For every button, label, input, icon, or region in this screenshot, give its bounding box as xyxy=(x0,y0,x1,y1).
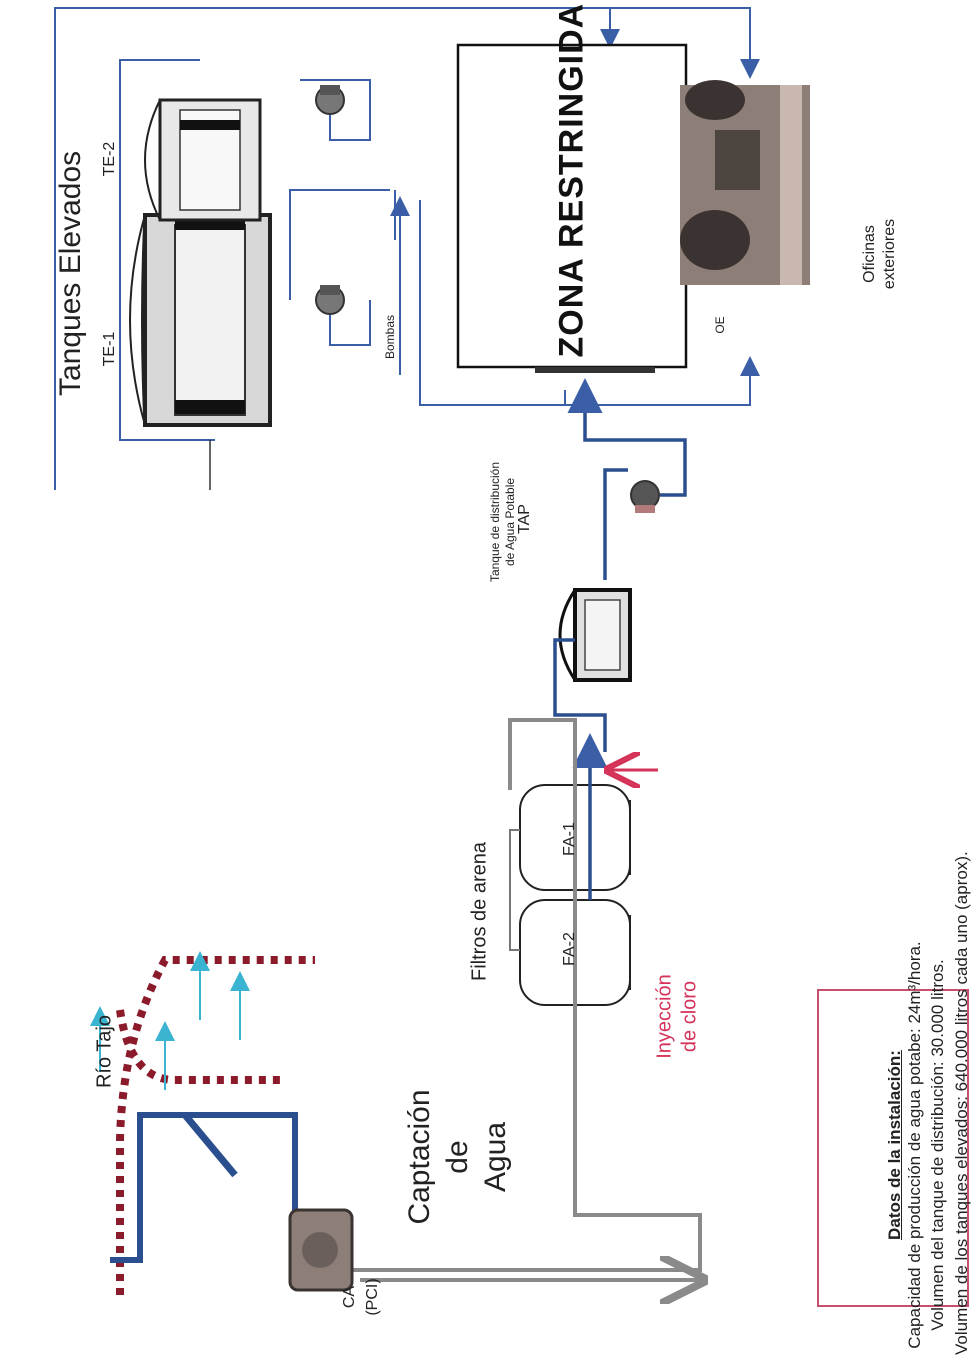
notes-line-2: Volumen del tanque de distribución: 30.0… xyxy=(928,959,947,1331)
label-oficinas: Oficinas xyxy=(861,225,878,283)
label-exteriores: exteriores xyxy=(881,218,898,290)
return-pipe-oe xyxy=(610,7,760,79)
label-tap: TAP xyxy=(516,504,533,534)
label-tanque-distribucion: Tanque de distribución xyxy=(488,461,502,583)
te1-tank xyxy=(129,213,272,427)
restricted-zone-box xyxy=(456,43,688,369)
river-bank-left xyxy=(116,956,315,1295)
label-filtros-arena: Filtros de arena xyxy=(468,842,491,981)
label-fa1: FA-1 xyxy=(561,822,578,856)
elevated-tanks-group xyxy=(54,7,760,490)
oficinas-exteriores-image xyxy=(680,80,810,285)
tap-tank xyxy=(558,588,632,682)
return-pipe xyxy=(54,7,620,490)
label-de-cloro: de cloro xyxy=(678,980,701,1053)
zona-restringida-label: ZONA RESTRINGIDA xyxy=(552,2,591,358)
pump-icon xyxy=(315,85,345,115)
label-rio-tajo: Río Tajo xyxy=(93,1015,116,1089)
tap-out-pipe xyxy=(603,468,628,580)
label-tanques-elevados: Tanques Elevados xyxy=(54,150,87,396)
label-captacion-agua: Agua xyxy=(479,1121,512,1193)
river-group xyxy=(90,951,315,1295)
label-agua-potable: de Agua Potable xyxy=(503,477,517,567)
label-te1: TE-1 xyxy=(101,331,118,367)
notes-line-1: Capacidad de producción de agua potabe: … xyxy=(905,941,924,1349)
intake-pipe xyxy=(110,1112,298,1270)
label-captacion-de: de xyxy=(441,1140,474,1174)
intake-pump-icon xyxy=(288,1208,354,1292)
water-system-diagram xyxy=(54,7,969,1307)
pump-icon xyxy=(315,285,345,315)
label-inyeccion: Inyección xyxy=(653,974,676,1059)
te2-tank xyxy=(144,98,262,222)
label-fa2: FA-2 xyxy=(561,932,578,966)
notes-line-3: Volumen de los tanques elevados: 640.000… xyxy=(952,851,971,1355)
label-ca: CA xyxy=(341,1285,358,1309)
installation-notes-box xyxy=(817,989,969,1307)
label-oe: OE xyxy=(713,316,727,334)
label-bombas: Bombas xyxy=(383,314,397,360)
pump-icon xyxy=(630,480,660,513)
raw-water-pipe xyxy=(330,718,702,1272)
label-te2: TE-2 xyxy=(101,141,118,177)
river-bank-right xyxy=(116,1009,280,1084)
label-captacion: Captación xyxy=(403,1089,436,1225)
notes-title: Datos de la instalación: xyxy=(885,1050,904,1240)
tap-feed-pipe xyxy=(553,638,607,752)
